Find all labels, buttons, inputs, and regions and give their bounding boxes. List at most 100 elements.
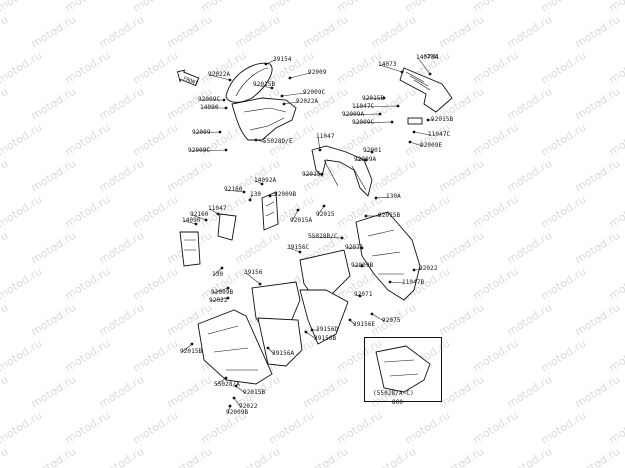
part-number-label: 92022	[209, 297, 228, 304]
leader-line	[212, 287, 229, 294]
part-number-label: 92022	[239, 403, 258, 410]
leader-line	[209, 74, 231, 81]
leader-line	[281, 92, 306, 97]
part-number-label: 92009C	[352, 119, 375, 126]
part-number-label: 92022A	[208, 71, 231, 78]
leader-line	[317, 205, 325, 216]
part-number-label: 14092A	[254, 177, 277, 184]
leader-line	[389, 281, 405, 284]
leader-line	[417, 57, 431, 75]
leader-line	[413, 131, 431, 136]
part-number-label: 92009C	[198, 96, 221, 103]
inset-detail-box	[364, 337, 442, 402]
part-number-label: 11047	[316, 133, 335, 140]
part-number-label: 92009	[192, 129, 211, 136]
leader-line	[283, 101, 299, 105]
leader-line	[225, 189, 245, 193]
leader-line	[189, 149, 227, 152]
windscreen-part	[225, 62, 273, 103]
part-number-label: 39156A	[272, 350, 295, 357]
inner-bracket-part	[179, 231, 201, 267]
cowl-stay-part	[311, 145, 373, 197]
part-number-label: 11047C	[352, 103, 375, 110]
leader-line	[288, 247, 301, 253]
part-number-label: 92009B	[351, 262, 374, 269]
part-number-label: 92022	[419, 265, 438, 272]
upper-cowl-part	[231, 97, 297, 141]
part-number-label: 14073	[378, 61, 397, 68]
part-number-label: 39156D	[316, 326, 339, 333]
part-number-label: 92001	[363, 147, 382, 154]
part-number-label: 39156B	[314, 335, 337, 342]
air-duct-part	[399, 67, 453, 125]
leader-lines	[181, 57, 433, 414]
leader-line	[353, 121, 393, 124]
duct-stay-part	[217, 191, 279, 241]
leader-line	[254, 84, 273, 89]
inset-label: (55028/A~C)	[373, 390, 414, 397]
part-number-label: 92015A	[290, 217, 313, 224]
part-number-label: 92015B	[378, 212, 401, 219]
part-number-label: 92009	[308, 69, 327, 76]
leader-line	[371, 313, 385, 322]
leader-line	[209, 208, 219, 215]
leader-line	[255, 180, 263, 185]
leader-line	[265, 59, 276, 65]
lower-left-cowl-part	[197, 309, 273, 385]
part-number-label: 92160	[224, 186, 243, 193]
leader-line	[317, 136, 321, 151]
footnote-label: *2911	[424, 54, 439, 60]
part-number-label: 130	[212, 271, 224, 278]
part-number-label: 39156E	[353, 321, 376, 328]
leader-line	[375, 196, 389, 199]
leader-line	[309, 236, 343, 239]
front-arrow-icon: FRONT	[176, 69, 200, 87]
part-number-label: 92160	[190, 211, 209, 218]
leader-line	[343, 113, 381, 116]
leader-line	[291, 209, 299, 222]
part-number-label: 39154	[273, 56, 292, 63]
part-number-label: 55028B/C	[308, 233, 338, 240]
part-number-label: 92009B	[226, 409, 249, 416]
part-number-label: 92015	[302, 171, 321, 178]
inset-cowl-part	[375, 345, 431, 393]
part-number-label: 130	[250, 191, 262, 198]
part-number-label: 92009E	[420, 142, 443, 149]
part-number-label: 92009A	[354, 156, 377, 163]
leader-line	[269, 194, 277, 197]
leader-line	[363, 97, 385, 100]
leader-line	[364, 150, 373, 153]
leader-line	[249, 194, 253, 201]
part-number-label: 92071	[354, 291, 373, 298]
leader-line	[303, 173, 323, 176]
part-number-label: 130A	[386, 193, 401, 200]
leader-line	[213, 267, 223, 276]
part-number-label: 11047	[208, 205, 227, 212]
part-number-label: 14090	[200, 104, 219, 111]
part-number-label: 92009C	[188, 147, 211, 154]
part-number-label: 14073A	[416, 54, 439, 61]
part-number-label: 92015	[316, 211, 335, 218]
part-number-label: 92009B	[211, 289, 234, 296]
bolt-icon	[254, 138, 258, 142]
leader-line	[349, 319, 356, 326]
part-number-label: 92015B	[431, 116, 454, 123]
part-number-label: 92009C	[303, 89, 326, 96]
leader-line	[379, 64, 403, 73]
part-number-label: 92015B	[180, 348, 203, 355]
right-middle-cowl-part	[355, 211, 421, 301]
part-number-label: 55028/A	[214, 381, 240, 388]
leader-line	[233, 397, 242, 408]
front-arrow-label: FRONT	[182, 76, 198, 87]
part-number-label: 11047C	[428, 131, 451, 138]
inset-sub-label: 800	[392, 399, 404, 406]
part-number-label: 39156C	[287, 244, 310, 251]
leader-line	[255, 139, 266, 143]
inner-cover-part	[251, 249, 351, 367]
leader-line	[267, 347, 275, 355]
part-number-label: 11047B	[402, 279, 425, 286]
leader-line	[215, 377, 227, 386]
part-number-label: 39156	[244, 269, 263, 276]
leader-line	[210, 297, 229, 302]
part-number-label: 55028D/E	[263, 138, 293, 145]
